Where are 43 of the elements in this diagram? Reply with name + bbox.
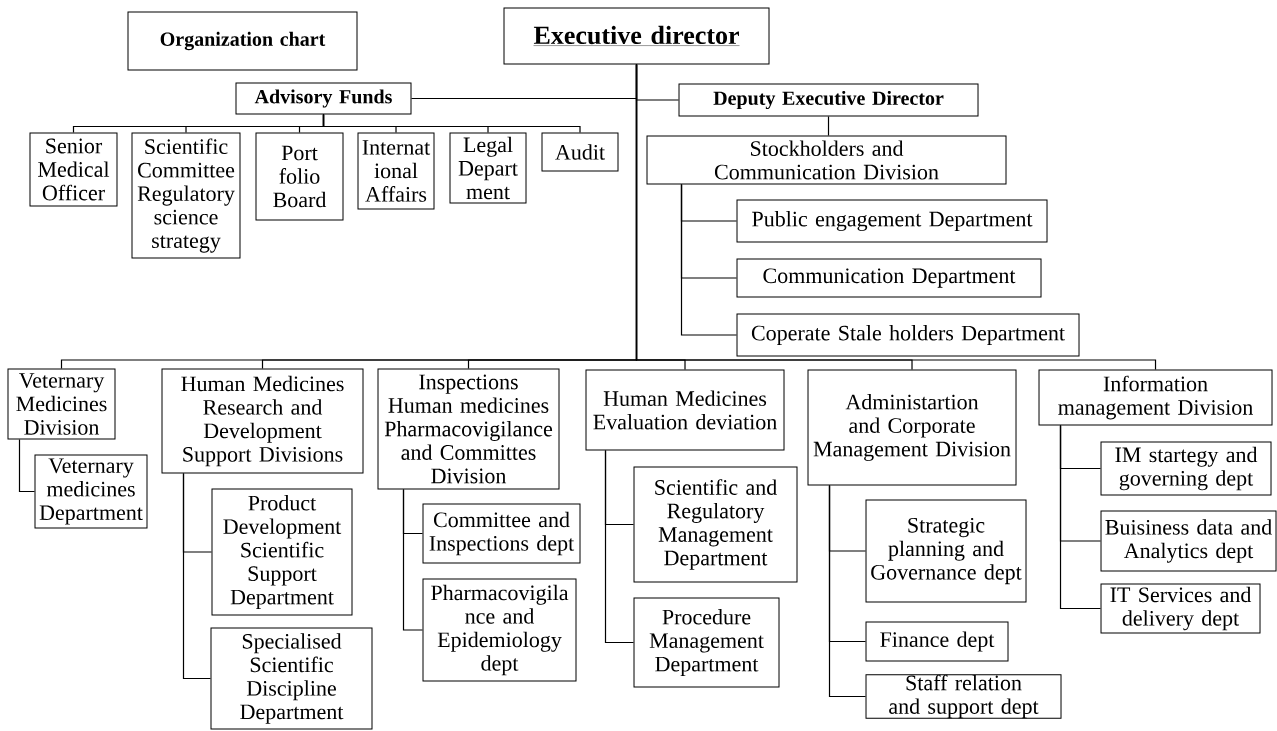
- org-box: Scientific and Regulatory Management Department: [633, 466, 798, 583]
- org-box: Senior Medical Officer: [29, 132, 118, 207]
- connector-line: [182, 472, 212, 680]
- connector-line: [680, 183, 738, 336]
- org-box: Product Development Scientific Support Department: [211, 488, 353, 616]
- org-box: Administartion and Corporate Management Division: [807, 369, 1017, 486]
- org-box: Inspections Human medicines Pharmacovigilance and Committes Division: [377, 368, 560, 490]
- connector-line: [827, 115, 830, 137]
- org-box: Specialised Scientific Discipline Department: [210, 627, 373, 730]
- org-box: Finance dept: [865, 621, 1009, 662]
- org-box: Human Medicines Evaluation deviation: [585, 369, 785, 451]
- org-box: Stockholders and Communication Division: [646, 135, 1007, 185]
- org-box: Legal Depart ment: [449, 132, 527, 204]
- org-box: Internat ional Affairs: [357, 132, 435, 210]
- org-box: Audit: [541, 132, 619, 172]
- org-box: Public engagement Department: [736, 199, 1048, 243]
- org-box: Executive director: [503, 7, 770, 65]
- org-box: Port folio Board: [255, 132, 344, 221]
- org-box: Committee and Inspections dept: [422, 503, 581, 564]
- org-box: Deputy Executive Director: [678, 83, 979, 117]
- org-box: Scientific Committee Regulatory science strategy: [131, 132, 241, 259]
- connector-line: [1059, 424, 1102, 610]
- connector-line: [604, 449, 635, 644]
- connector-line: [18, 438, 36, 493]
- org-box: Coperate Stale holders Department: [736, 313, 1080, 357]
- org-box: Staff relation and support dept: [865, 674, 1062, 719]
- org-box: Pharmacovigila nce and Epidemiology dept: [422, 578, 577, 682]
- org-box: Veternary Medicines Division: [7, 368, 116, 440]
- org-box: IT Services and delivery dept: [1100, 583, 1261, 634]
- org-box: Veternary medicines Department: [34, 454, 148, 529]
- org-box: Information management Division: [1038, 369, 1273, 426]
- org-box: Buisiness data and Analytics dept: [1100, 510, 1277, 572]
- org-box: Advisory Funds: [235, 82, 412, 115]
- org-box: Communication Department: [736, 258, 1042, 298]
- org-box: Strategic planning and Governance dept: [865, 499, 1027, 603]
- org-box: Procedure Management Department: [633, 597, 780, 688]
- org-box: IM startegy and governing dept: [1100, 441, 1272, 496]
- connector-line: [322, 113, 581, 134]
- connector-line: [828, 484, 867, 698]
- connector-line: [402, 488, 424, 631]
- org-box: Organization chart: [127, 11, 358, 71]
- org-box: Human Medicines Research and Development Support Divisions: [161, 368, 364, 474]
- connector-line: [635, 63, 1157, 371]
